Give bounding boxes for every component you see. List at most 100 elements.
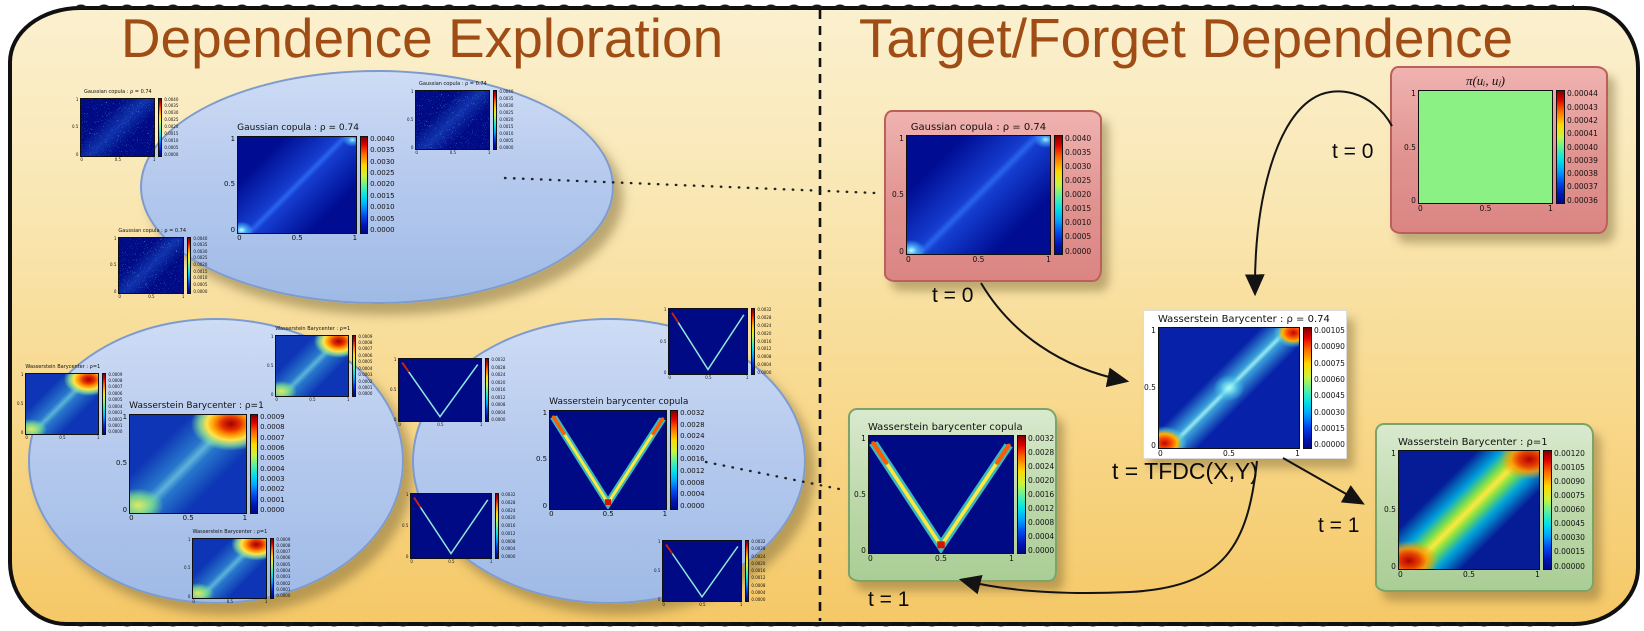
tick-label: 0.5 <box>17 400 24 406</box>
heatmap-barycenter <box>275 334 350 397</box>
colorbar <box>158 97 163 157</box>
tick-label: 0.00000 <box>1313 440 1345 450</box>
tick-label: 0.00015 <box>1313 424 1345 434</box>
tick-label: 0.0004 <box>680 490 705 499</box>
v-shape <box>413 497 489 555</box>
tick-label: 0.00041 <box>1566 129 1598 139</box>
tick-label: 0.5 <box>1384 505 1396 515</box>
tick-label: 1 <box>1411 89 1416 99</box>
tick-label: 0.0007 <box>260 433 285 442</box>
tick-label: 0.0035 <box>164 103 179 109</box>
tick-label: 0.0007 <box>276 549 291 555</box>
colorbar <box>670 409 679 510</box>
tick-label: 0.0000 <box>358 391 373 397</box>
tick-label: 0 <box>122 505 128 514</box>
tick-label: 0.5 <box>602 509 614 518</box>
plot-title: Wasserstein Barycenter : ρ=1 <box>192 529 268 535</box>
tick-label: 0.00120 <box>1553 449 1585 458</box>
tick-label: 0.0025 <box>370 169 395 178</box>
tick-label: 0.5 <box>182 513 194 522</box>
tick-label: 0.0024 <box>757 322 772 328</box>
tick-label: 1 <box>542 408 548 417</box>
tick-label: 0.00090 <box>1313 342 1345 352</box>
tick-label: 0 <box>1397 570 1403 579</box>
colorbar <box>485 358 490 422</box>
tick-label: 0.0008 <box>276 542 291 548</box>
tick-label: 0 <box>129 513 134 522</box>
tick-label: 0.0008 <box>751 582 766 588</box>
tick-label: 0.0004 <box>757 362 772 368</box>
plot-title: Wasserstein Barycenter : ρ=1 <box>1397 437 1548 448</box>
tick-label: 0.00060 <box>1313 375 1345 385</box>
heatmap-noisy-copula <box>118 236 185 294</box>
tick-label: 0.5 <box>72 124 79 129</box>
tick-label: 0 <box>405 554 409 559</box>
tick-label: 0.0030 <box>193 248 208 254</box>
tick-label: 0.5 <box>390 387 397 392</box>
tick-label: 0.0035 <box>370 146 395 155</box>
tick-label: 1 <box>113 235 117 241</box>
v-shape <box>869 441 1013 553</box>
tick-label: 1 <box>122 412 128 421</box>
tick-label: 0.5 <box>184 565 191 570</box>
tick-label: 0.0024 <box>491 372 506 377</box>
tick-label: 0.0009 <box>260 412 285 421</box>
tick-label: 1 <box>745 375 749 380</box>
colorbar <box>102 372 107 435</box>
tick-label: 0.0008 <box>491 402 506 407</box>
tick-label: 0.0035 <box>193 242 208 248</box>
tick-label: 0.00105 <box>1553 463 1585 473</box>
tick-label: 0 <box>118 293 121 299</box>
colorbar <box>1555 90 1565 205</box>
tick-label: 0.0008 <box>108 377 123 383</box>
tick-label: 1 <box>152 156 156 162</box>
tick-label: 0.5 <box>407 116 414 122</box>
tick-label: 0.0005 <box>164 144 179 150</box>
tick-label: 0 <box>1157 449 1163 458</box>
tick-label: 0.0005 <box>370 214 395 223</box>
decorative-scallop-top <box>70 1 1574 9</box>
tick-label: 1 <box>96 434 100 440</box>
tick-label: 0.5 <box>116 459 128 468</box>
tick-label: 0.0024 <box>1027 461 1055 471</box>
tick-label: 0.0008 <box>757 354 772 360</box>
tick-label: 0.0000 <box>370 225 395 234</box>
tick-label: 0.0032 <box>757 307 772 312</box>
tick-label: 0.5 <box>1462 570 1475 579</box>
tick-label: 0 <box>861 545 866 555</box>
tick-label: 0.0003 <box>358 372 373 378</box>
plot-title: π(uᵢ, uⱼ) <box>1465 73 1505 88</box>
tick-label: 0.5 <box>1404 142 1416 152</box>
tick-label: 0.0030 <box>164 110 179 116</box>
tick-label: 0.5 <box>224 180 236 189</box>
tick-label: 0.00045 <box>1553 519 1585 529</box>
tick-label: 0.0040 <box>370 134 395 143</box>
tick-label: 0 <box>657 597 661 602</box>
tick-label: 0.0004 <box>358 365 373 371</box>
tick-label: 0.0006 <box>358 352 373 358</box>
tick-label: 0.5 <box>110 262 117 267</box>
plot-title: Wasserstein Barycenter : ρ=1 <box>275 326 351 332</box>
tick-label: 0 <box>542 501 548 510</box>
tick-label: 0 <box>410 559 413 564</box>
